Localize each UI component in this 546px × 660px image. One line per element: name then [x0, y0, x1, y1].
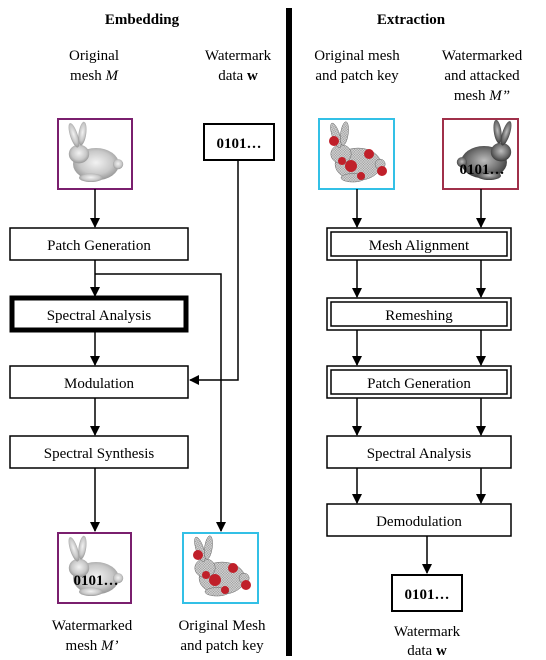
extracted-bits-text: 0101… — [405, 587, 450, 603]
spectral-synthesis-label: Spectral Synthesis — [44, 446, 155, 462]
spectral-analysis-ext-label: Spectral Analysis — [367, 446, 472, 462]
spectral-analysis-label: Spectral Analysis — [47, 308, 152, 324]
spectral-analysis-box — [9, 295, 189, 333]
in-attacked-thumbnail: 0101… — [442, 118, 519, 190]
spectral-synthesis-box — [9, 435, 189, 469]
watermark-data-label: Watermark — [205, 48, 272, 64]
modulation-box — [9, 365, 189, 399]
in-attacked-label-1: Watermarked — [442, 48, 523, 64]
watermarked-overlay-text: 0101… — [74, 573, 119, 589]
remeshing-label: Remeshing — [385, 308, 453, 324]
watermarked-mesh-thumbnail: 0101… — [57, 532, 132, 604]
modulation-label: Modulation — [64, 376, 134, 392]
patch-generation-ext-box — [326, 365, 512, 399]
attacked-overlay-text: 0101… — [460, 162, 505, 178]
in-original-label-1: Original mesh — [314, 48, 400, 64]
spectral-analysis-ext-box — [326, 435, 512, 469]
remeshing-box — [326, 297, 512, 331]
patch-generation-label: Patch Generation — [47, 238, 151, 254]
in-original-thumbnail — [318, 118, 395, 190]
embedding-title: Embedding — [105, 12, 180, 28]
demodulation-label: Demodulation — [376, 514, 462, 530]
watermarked-mesh-caption-1: Watermarked — [52, 618, 133, 634]
extraction-title: Extraction — [377, 12, 446, 28]
demodulation-box — [326, 503, 512, 537]
original-mesh-label: Original — [69, 48, 119, 64]
mesh-alignment-label: Mesh Alignment — [369, 238, 470, 254]
extracted-data-caption-1: Watermark — [394, 624, 461, 640]
watermark-bits-box — [203, 123, 275, 161]
patch-generation-box — [9, 227, 189, 261]
watermark-bits-text: 0101… — [217, 136, 262, 152]
watermark-data-label-2: data w — [218, 68, 258, 84]
in-attacked-label-2: and attacked — [444, 68, 520, 84]
embedding-arrows — [90, 160, 239, 532]
in-original-label-2: and patch key — [315, 68, 399, 84]
original-mesh-key-caption-2: and patch key — [180, 638, 264, 654]
mesh-alignment-box — [326, 227, 512, 261]
original-mesh-key-caption-1: Original Mesh — [178, 618, 266, 634]
original-patch-key-thumbnail — [182, 532, 259, 604]
extracted-bits-box — [391, 574, 463, 612]
extraction-arrows — [352, 189, 486, 574]
original-mesh-label-2: mesh M — [70, 68, 119, 84]
extracted-data-caption-2: data w — [407, 643, 447, 659]
original-mesh-thumbnail — [57, 118, 133, 190]
in-attacked-label-3: mesh M” — [454, 88, 510, 104]
patch-generation-ext-label: Patch Generation — [367, 376, 471, 392]
watermarked-mesh-caption-2: mesh M’ — [66, 638, 119, 654]
